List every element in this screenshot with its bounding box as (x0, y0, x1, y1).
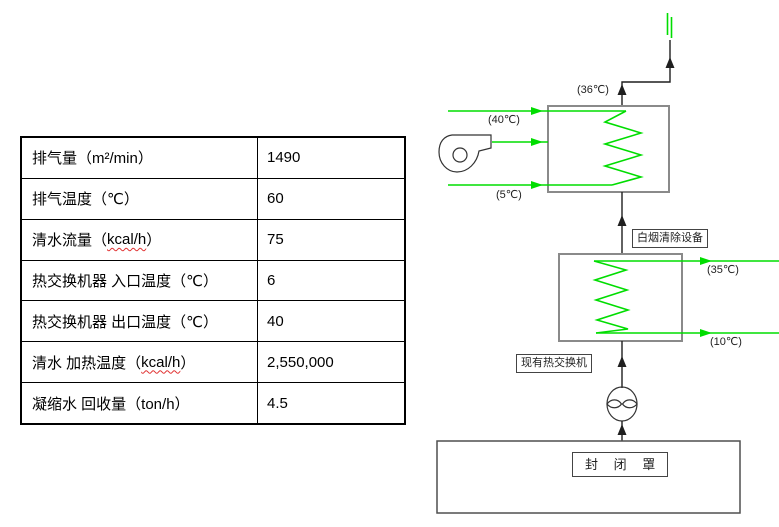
table-row: 清水 加热温度（kcal/h） 2,550,000 (22, 342, 404, 384)
arrow-up-icon (617, 84, 627, 95)
arrow-right-icon (531, 107, 543, 115)
row-label: 凝缩水 回收量（ton/h） (22, 383, 258, 424)
table-row: 排气温度（℃） 60 (22, 178, 404, 220)
chimney-icon (666, 13, 673, 38)
row-label: 热交换机器 出口温度（℃） (22, 301, 258, 342)
pipe-pump-to-hx2 (617, 341, 627, 388)
row-value: 4.5 (267, 394, 288, 412)
row-label-text: 热交换机器 入口温度（℃） (32, 273, 219, 290)
arrow-right-icon (700, 329, 712, 337)
arrow-right-icon (531, 138, 543, 146)
pipe-enclosure-to-pump (617, 421, 627, 441)
temp-label-40c: (40℃) (488, 114, 520, 126)
row-label-close: ） (180, 354, 196, 372)
row-value: 75 (267, 231, 284, 249)
exhaust-pipe-to-chimney (617, 40, 675, 106)
coil-2-icon (592, 260, 631, 334)
row-label-text: 排气温度（℃） (32, 191, 139, 209)
spec-table: 排气量（m²/min） 1490 排气温度（℃） 60 清水流量（kcal/h）… (20, 136, 406, 425)
arrow-up-icon (617, 356, 627, 367)
flow-line-outlet-10c (596, 329, 779, 337)
temp-label-36c: (36℃) (577, 84, 609, 96)
flow-line-fan-outlet (492, 138, 548, 146)
table-row: 热交换机器 入口温度（℃） 6 (22, 260, 404, 302)
row-value: 6 (267, 272, 276, 289)
row-value: 2,550,000 (267, 353, 334, 371)
pump-icon (606, 386, 638, 422)
row-label: 清水流量（kcal/h） (22, 219, 258, 260)
arrow-up-icon (617, 424, 627, 435)
existing-heat-exchanger-label: 现有热交换机 (516, 354, 592, 373)
arrow-right-icon (700, 257, 712, 265)
row-label-text: 清水 加热温度（ (32, 354, 142, 372)
coil-1-icon (602, 110, 644, 186)
heat-exchanger-2-box (558, 253, 683, 342)
pipe-hx2-to-hx1 (617, 192, 627, 254)
arrow-right-icon (531, 181, 543, 189)
arrow-up-icon (617, 215, 627, 226)
flow-line-inlet-5c (448, 181, 612, 189)
row-value: 60 (267, 190, 284, 208)
enclosure-box (436, 440, 741, 514)
row-label-text: 排气量（m²/min） (32, 150, 153, 168)
row-label-text: 热交换机器 出口温度（℃） (32, 313, 219, 331)
temp-label-35c: (35℃) (707, 264, 739, 276)
white-smoke-removal-label: 白烟清除设备 (632, 229, 708, 248)
row-label-text: 清水流量（ (32, 232, 108, 250)
row-label-close: ） (146, 232, 162, 250)
row-label: 清水 加热温度（kcal/h） (22, 342, 258, 383)
row-value: 1490 (267, 149, 301, 167)
sealed-enclosure-label: 封 闭 罩 (572, 452, 669, 477)
flow-line-outlet-35c (594, 257, 779, 265)
temp-label-10c: (10℃) (710, 336, 742, 348)
row-label-squiggle: kcal/h (141, 353, 181, 371)
heat-exchanger-1-box (547, 105, 670, 193)
table-row: 热交换机器 出口温度（℃） 40 (22, 301, 404, 343)
table-row: 凝缩水 回收量（ton/h） 4.5 (22, 383, 404, 424)
table-row: 清水流量（kcal/h） 75 (22, 219, 404, 261)
row-label: 热交换机器 入口温度（℃） (22, 260, 258, 301)
temp-label-5c: (5℃) (496, 189, 522, 201)
row-label-squiggle: kcal/h (107, 231, 147, 249)
row-value: 40 (267, 312, 284, 330)
fan-icon (438, 134, 492, 173)
flow-line-inlet-40c (448, 107, 626, 115)
arrow-up-icon (665, 57, 675, 68)
row-label-text: 凝缩水 回收量（ton/h） (32, 395, 190, 413)
row-label: 排气温度（℃） (22, 178, 258, 219)
row-label: 排气量（m²/min） (22, 138, 258, 178)
table-row: 排气量（m²/min） 1490 (22, 138, 404, 179)
